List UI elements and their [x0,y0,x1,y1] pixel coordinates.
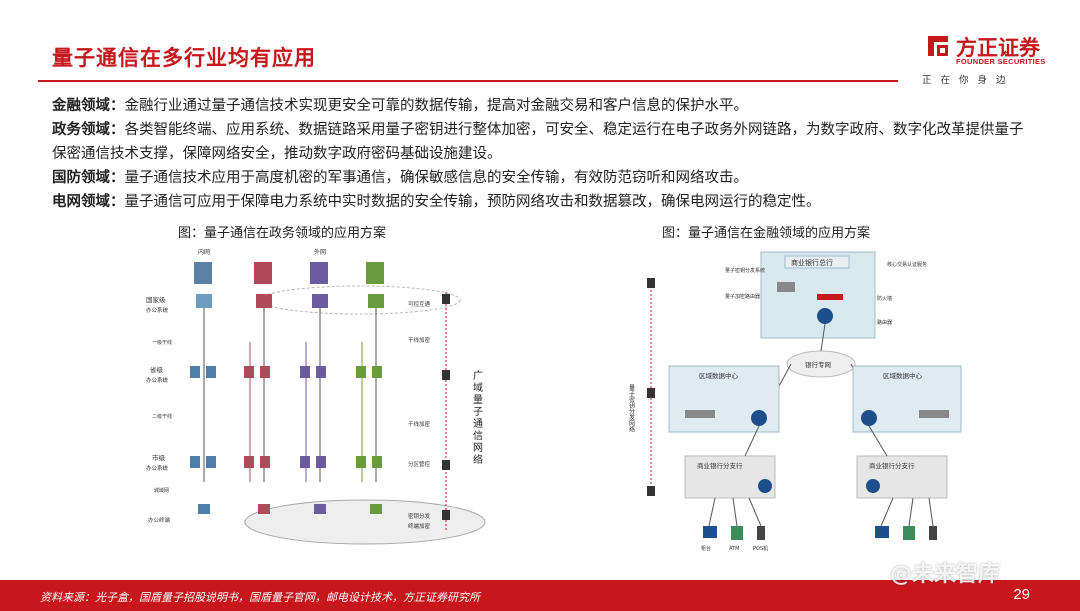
label-tier2: 二级干线 [152,413,172,420]
label-metro: 城域网 [154,487,169,494]
label-bank-net: 银行专网 [805,360,831,369]
label-zone: 分区管控 [408,460,431,468]
label-controllable: 可控互通 [408,300,431,308]
label-branch-right: 商业银行分支行 [869,461,915,470]
label-hq: 商业银行总行 [791,258,833,267]
lead-finance: 金融领域： [52,98,125,114]
lead-defense: 国防领域： [52,170,125,186]
label-firewall: 防火墙 [877,295,892,302]
label-router: 路由器 [877,319,892,326]
lead-government: 政务领域： [52,122,125,138]
label-national-sub: 办公系统 [146,306,169,314]
label-provincial: 省级 [150,365,164,374]
page-number: 29 [1013,586,1030,603]
label-dc-right: 区域数据中心 [883,371,923,380]
label-trunk-enc-1: 干线加密 [408,336,431,344]
building-icons [194,262,384,284]
paragraph-grid: 电网领域：量子通信可应用于保障电力系统中实时数据的安全传输，预防网络攻击和数据篡… [52,190,1032,214]
label-atm: ATM [729,546,739,552]
label-key-dist: 密钥分发 [408,512,431,520]
founder-logo-icon [924,32,952,60]
label-wan: 广域量子通信网络 [471,370,483,466]
label-national: 国家级 [146,295,166,304]
label-city-sub: 办公系统 [146,464,169,472]
label-trading: 核心交易认证服务 [887,261,927,268]
label-terminal-enc: 终端加密 [408,522,431,530]
figure-left-caption: 图：量子通信在政务领域的应用方案 [178,222,386,241]
provincial-servers [190,366,382,378]
logo-slogan: 正在你身边 [922,72,1015,86]
finance-network-diagram: 商业银行总行 量子密钥分发系统 量子加密路由器 核心交易认证服务 防火墙 路由器… [625,242,985,562]
title-divider [38,80,898,82]
text-defense: 量子通信技术应用于高度机密的军事通信，确保敏感信息的安全传输，有效防范窃听和网络… [125,170,749,186]
label-pos: POS机 [753,545,768,552]
label-encrypt-router: 量子加密路由器 [725,293,760,300]
city-servers [190,456,382,468]
label-city: 市级 [152,453,166,462]
label-dc-left: 区域数据中心 [699,371,739,380]
label-inner-net: 内网 [198,248,210,256]
label-outer-net: 外网 [314,248,326,256]
body-text: 金融领域：金融行业通过量子通信技术实现更安全可靠的数据传输，提高对金融交易和客户… [52,94,1032,214]
label-tier1: 一级干线 [152,339,172,346]
figure-right-caption: 图：量子通信在金融领域的应用方案 [662,222,870,241]
paragraph-defense: 国防领域：量子通信技术应用于高度机密的军事通信，确保敏感信息的安全传输，有效防范… [52,166,1032,190]
company-logo: 方正证券 FOUNDER SECURITIES 正在你身边 [920,30,1060,90]
footer-source: 资料来源：光子盒，国盾量子招股说明书，国盾量子官网，邮电设计技术，方正证券研究所 [40,589,480,605]
logo-english: FOUNDER SECURITIES [956,57,1046,66]
label-counter: 柜台 [701,545,711,552]
text-finance: 金融行业通过量子通信技术实现更安全可靠的数据传输，提高对金融交易和客户信息的保护… [125,98,749,114]
government-network-diagram: 内网 外网 国家级 办公系统 一级干线 省级 办公系统 二级干线 市级 办公系统… [140,242,505,558]
label-branch-left: 商业银行分支行 [697,461,743,470]
label-key-network: 量子密钥分发网络 [628,384,635,433]
paragraph-government: 政务领域：各类智能终端、应用系统、数据链路采用量子密钥进行整体加密，可安全、稳定… [52,118,1032,166]
label-office: 办公终端 [148,516,171,524]
label-trunk-enc-2: 干线加密 [408,420,431,428]
text-grid: 量子通信可应用于保障电力系统中实时数据的安全传输，预防网络攻击和数据篡改，确保电… [125,194,821,210]
paragraph-finance: 金融领域：金融行业通过量子通信技术实现更安全可靠的数据传输，提高对金融交易和客户… [52,94,1032,118]
watermark: @未来智库 [890,556,1000,588]
lead-grid: 电网领域： [52,194,125,210]
page-title: 量子通信在多行业均有应用 [52,42,316,72]
label-provincial-sub: 办公系统 [146,376,169,384]
national-servers [196,294,384,308]
label-key-server: 量子密钥分发系统 [725,267,765,274]
text-government: 各类智能终端、应用系统、数据链路采用量子密钥进行整体加密，可安全、稳定运行在电子… [52,122,1024,162]
